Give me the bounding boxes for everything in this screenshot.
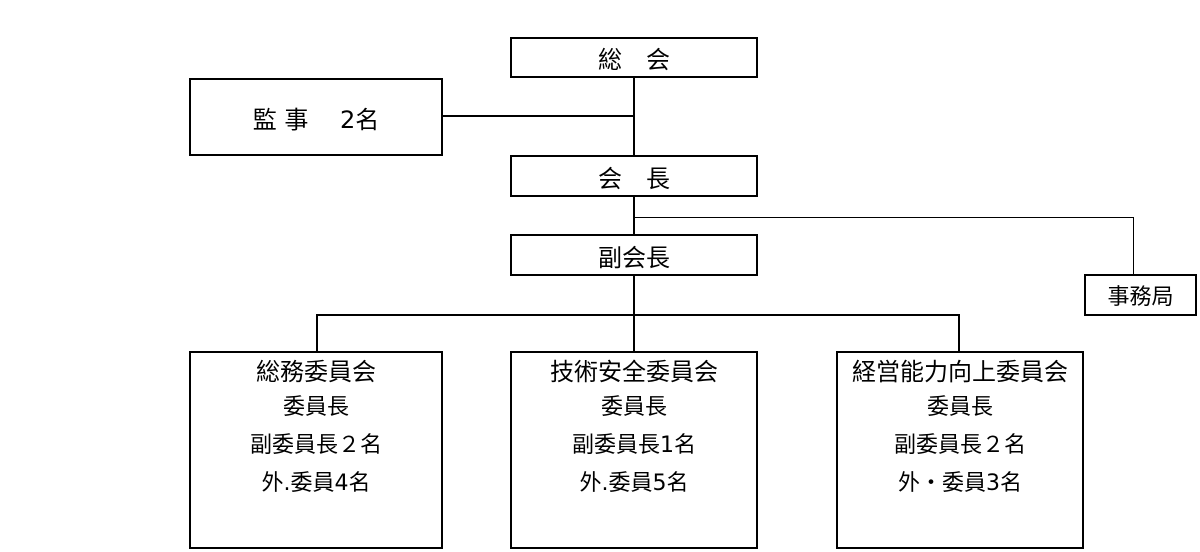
committee-line: 外.委員4名: [261, 471, 371, 496]
vice-president-box: 副会長: [510, 234, 758, 276]
committee-line: 外.委員5名: [579, 471, 689, 496]
auditor-box: 監 事 2名: [189, 78, 443, 156]
general-assembly-label: 総 会: [598, 46, 670, 74]
secretariat-box: 事務局: [1084, 274, 1197, 316]
committee-line: 副委員長1名: [572, 433, 696, 458]
connector-committee-right: [958, 314, 960, 352]
committee-line: 委員長: [926, 395, 993, 420]
committee-line: 副委員長２名: [249, 433, 382, 458]
connector-secretariat-horizontal: [634, 217, 1134, 218]
president-box: 会 長: [510, 155, 758, 197]
auditor-label: 監 事 2名: [252, 105, 380, 134]
connector-committee-bar: [316, 314, 960, 316]
connector-committee-left: [316, 314, 318, 352]
committee-line: 外・委員3名: [898, 471, 1022, 496]
connector-vice-committees: [633, 275, 635, 315]
committee-title: 総務委員会: [256, 358, 376, 386]
connector-auditor: [442, 115, 635, 117]
vice-president-label: 副会長: [598, 243, 670, 272]
committee-title: 技術安全委員会: [550, 358, 718, 386]
committee-box-general-affairs: 総務委員会 委員長 副委員長２名 外.委員4名: [189, 351, 443, 549]
committee-title: 経営能力向上委員会: [852, 358, 1068, 386]
committee-box-technical-safety: 技術安全委員会 委員長 副委員長1名 外.委員5名: [510, 351, 758, 549]
connector-president-vice: [633, 196, 635, 235]
committee-line: 委員長: [600, 395, 667, 420]
committee-line: 委員長: [282, 395, 349, 420]
connector-committee-middle: [633, 314, 635, 352]
connector-secretariat-vertical: [1133, 217, 1134, 275]
president-label: 会 長: [598, 164, 670, 193]
general-assembly-box: 総 会: [510, 37, 758, 78]
committee-box-management-capability: 経営能力向上委員会 委員長 副委員長２名 外・委員3名: [836, 351, 1084, 549]
committee-line: 副委員長２名: [893, 433, 1026, 458]
secretariat-label: 事務局: [1107, 285, 1174, 310]
